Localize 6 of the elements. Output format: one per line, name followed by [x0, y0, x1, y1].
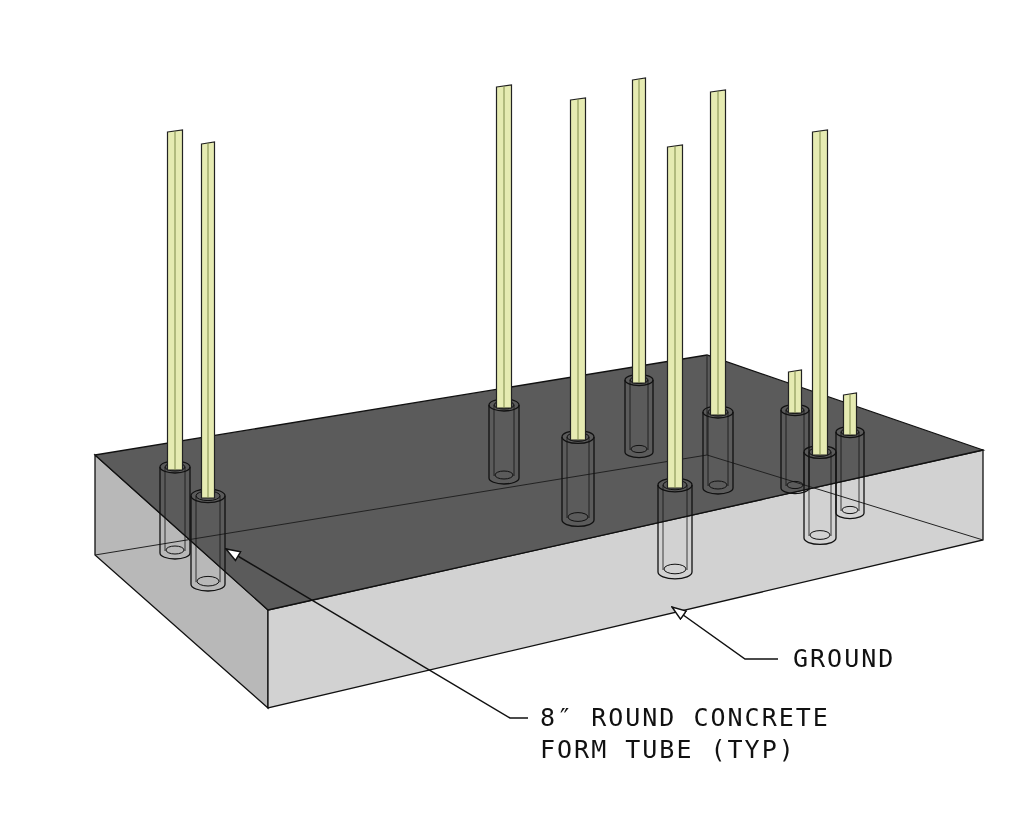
callout-label: GROUND — [793, 643, 993, 675]
leader-line — [671, 606, 779, 660]
form-tube — [190, 488, 226, 592]
ground-block — [93, 354, 986, 710]
leader-line — [225, 548, 529, 719]
callout-label: 8″ ROUND CONCRETE FORM TUBE (TYP) — [540, 702, 900, 766]
